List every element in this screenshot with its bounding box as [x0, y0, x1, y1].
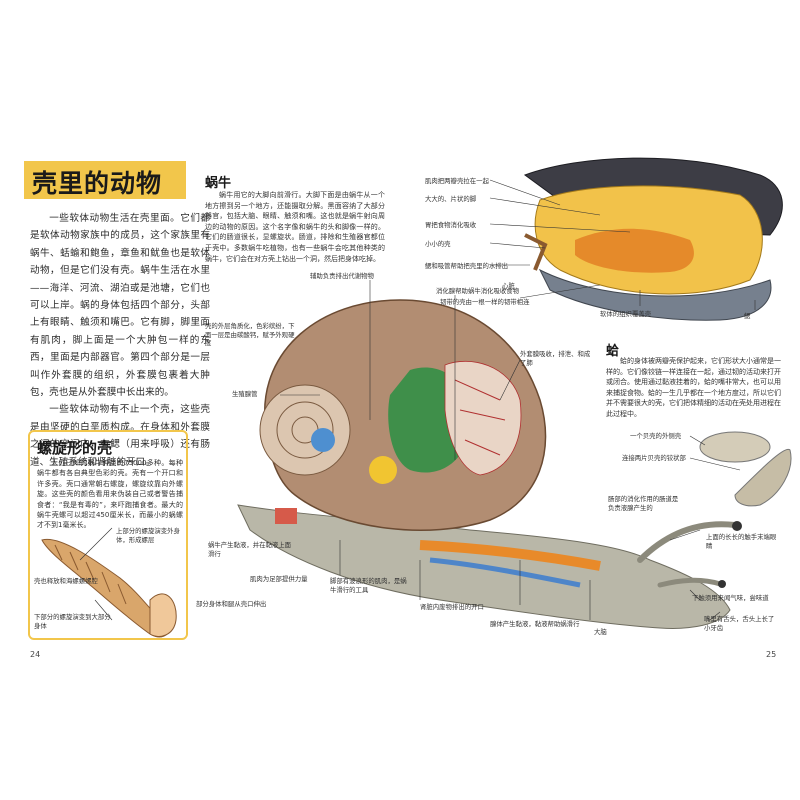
label-mucus: 蜗牛产生黏液，并在黏液上面滑行 — [208, 541, 292, 558]
label-clam-small-shell: 小小的壳 — [425, 240, 451, 248]
label-clam-heart: 心脏 — [502, 282, 515, 290]
intro-paragraph-1: 一些软体动物生活在壳里面。它们都是软体动物家族中的成员，这个家族里有蜗牛、蛞蝓和… — [30, 213, 210, 399]
label-shell-edge: 壳的外层角质化，色彩缤纷，下面一层是由碳酸钙，赋予外观硬度 — [205, 322, 295, 348]
label-clam-siphons: 鳃和吸管帮助把壳里的水排出 — [425, 262, 509, 270]
spiral-shell-box — [28, 430, 188, 640]
label-clam-stomach: 胃把食物消化吸收 — [425, 221, 477, 229]
label-slime-gland: 腺体产生黏液，黏液帮助蜗滑行 — [490, 620, 580, 628]
spiral-shell-title: 螺旋形的壳 — [37, 439, 113, 457]
label-digestive-gland: 辅助负责排出代谢物物 — [310, 272, 374, 280]
intro-text: 一些软体动物生活在壳里面。它们都是软体动物家族中的成员，这个家族里有蜗牛、蛞蝓和… — [30, 210, 210, 471]
label-clam-muscle: 肌肉把两瓣壳拉在一起 — [425, 177, 489, 185]
label-digestive: 消化腺帮助蜗牛消化吸收食物 — [436, 287, 520, 295]
clam-heading: 蛤 — [606, 344, 620, 359]
snail-heading: 蜗牛 — [205, 176, 232, 191]
intro-paragraph-2: 一些软体动物有不止一个壳，这些壳是由坚硬的白垩质构成。在身体和外套膜之间的空间内… — [30, 404, 210, 468]
snail-illustration — [237, 299, 742, 629]
label-conch-lower: 下部分的螺旋演变到大部分身体 — [34, 613, 111, 630]
clam-paragraph: 蛤的身体被两瓣壳保护起来，它们形状大小通常是一样的。它们像铰链一样连接在一起，通… — [606, 357, 781, 418]
leader-lines — [79, 179, 756, 621]
conch-shell-illustration — [41, 538, 177, 638]
label-muscle: 肌肉为足部提供力量 — [250, 575, 308, 583]
label-two-shells: 连接两片贝壳的铰状部 — [622, 454, 686, 462]
clam-illustration — [523, 157, 783, 321]
label-intestine: 肠部的消化作用的肠道是负责液腺产生的 — [608, 495, 679, 512]
page-title-bar: 壳里的动物 — [24, 161, 186, 199]
clam-text: 蛤的身体被两瓣壳保护起来，它们形状大小通常是一样的。它们像铰链一样连接在一起，通… — [606, 356, 781, 420]
label-brain: 大脑 — [594, 628, 607, 636]
label-reproductive: 生殖腺管 — [232, 390, 258, 398]
label-mouth-opening: 肾脏内废物排出的开口 — [420, 603, 484, 611]
label-foot: 脚部有波浪形的肌肉，是蜗牛滑行的工具 — [330, 577, 407, 594]
snail-text: 蜗牛用它的大脚向前滑行。大脚下面是由蜗牛从一个地方擦到另一个地方，还能摄取分解。… — [205, 190, 385, 264]
label-mouth: 嘴里有舌头，舌头上长了小牙齿 — [704, 615, 775, 632]
snail-paragraph: 蜗牛用它的大脚向前滑行。大脚下面是由蜗牛从一个地方擦到另一个地方，还能摄取分解。… — [205, 191, 385, 263]
label-clam-foot: 大大的、片状的脚 — [425, 195, 477, 203]
label-conch-opening: 部分身体和腿从壳口伸出 — [196, 600, 267, 608]
clam-shells-small — [699, 431, 792, 507]
label-clam-ligament: 韧带的壳由一根一样的韧带相连 — [440, 298, 530, 306]
spiral-shell-text: 人们已知的蜗牛种类有75000多种。每种蜗牛都有各自典型色彩的壳。壳有一个开口和… — [37, 458, 183, 531]
label-lower-tentacle: 下触须用来闻气味，尝味道 — [692, 594, 769, 602]
label-conch-middle: 壳也释放和海螺螺螺腔 — [34, 577, 98, 585]
label-mantle: 外套膜吸收，排泄、和成了肺 — [520, 350, 591, 367]
page-title: 壳里的动物 — [32, 169, 163, 198]
label-clam-gills: 鳃 — [744, 312, 751, 320]
label-conch-upper: 上部分的螺旋演变外身体，形成螺层 — [116, 527, 180, 544]
page-number-right: 25 — [766, 650, 777, 659]
label-one-shell: 一个贝壳的外侧壳 — [630, 432, 682, 440]
page-number-left: 24 — [30, 650, 41, 659]
spiral-shell-paragraph: 人们已知的蜗牛种类有75000多种。每种蜗牛都有各自典型色彩的壳。壳有一个开口和… — [37, 459, 183, 530]
label-clam-mantle: 软体的组织覆盖壳 — [600, 310, 652, 318]
label-upper-tentacle: 上面的长长的触手末端眼睛 — [706, 533, 777, 550]
